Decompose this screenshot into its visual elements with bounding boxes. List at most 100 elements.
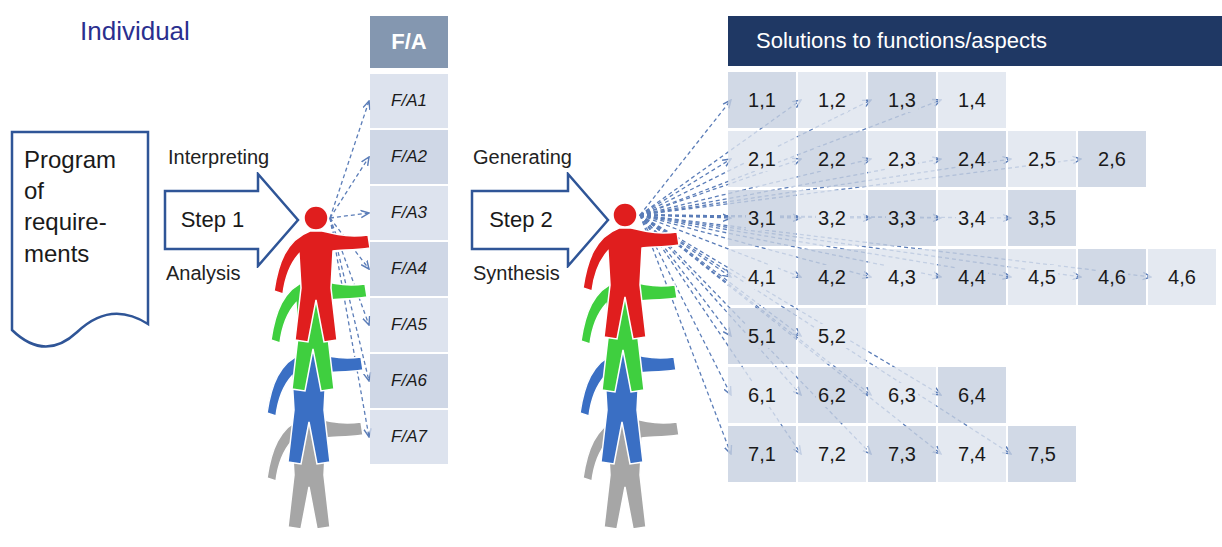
solution-cell: 4,6 xyxy=(1078,249,1146,305)
solution-cell: 6,1 xyxy=(728,367,796,423)
solution-cell: 4,6 xyxy=(1148,249,1216,305)
solution-label: 1,3 xyxy=(886,88,918,112)
step-label: Analysis xyxy=(166,262,240,285)
function-label: F/A4 xyxy=(389,259,429,279)
solution-label: 6,1 xyxy=(746,383,778,407)
dashed-leader-arrow xyxy=(640,100,731,215)
block-arrow-outline xyxy=(472,174,608,266)
solution-label: 2,2 xyxy=(816,147,848,171)
step-label: Generating xyxy=(473,146,572,169)
solution-label: 3,3 xyxy=(886,206,918,230)
solution-label: 2,1 xyxy=(746,147,778,171)
solution-cell: 3,3 xyxy=(868,190,936,246)
solution-cell: 7,4 xyxy=(938,426,1006,482)
function-label: F/A1 xyxy=(389,91,429,111)
solution-label: 3,5 xyxy=(1026,206,1058,230)
function-aspect-box: F/A5 xyxy=(370,298,448,352)
person-stack xyxy=(267,206,370,529)
dashed-leader-arrow xyxy=(640,215,871,454)
solution-label: 6,3 xyxy=(886,383,918,407)
document-shape: Program of require-ments xyxy=(10,130,150,352)
solution-cell: 6,4 xyxy=(938,367,1006,423)
block-arrow-outline xyxy=(165,174,298,266)
function-label: F/A3 xyxy=(389,203,429,223)
solution-label: 4,6 xyxy=(1096,265,1128,289)
solution-label: 7,2 xyxy=(816,442,848,466)
dashed-leader-arrow xyxy=(640,215,941,454)
solution-cell: 1,4 xyxy=(938,72,1006,128)
dashed-leader-arrow xyxy=(640,215,1011,454)
solution-cell: 2,6 xyxy=(1078,131,1146,187)
solution-cell: 7,2 xyxy=(798,426,866,482)
dashed-leader-arrow xyxy=(330,101,369,218)
solution-cell: 5,1 xyxy=(728,308,796,364)
solution-label: 1,1 xyxy=(746,88,778,112)
solution-label: 7,3 xyxy=(886,442,918,466)
solution-cell: 3,1 xyxy=(728,190,796,246)
node-text: Step 2 xyxy=(489,207,553,233)
solution-label: 3,2 xyxy=(816,206,848,230)
solution-cell: 2,5 xyxy=(1008,131,1076,187)
solution-cell: 3,4 xyxy=(938,190,1006,246)
solution-cell: 3,2 xyxy=(798,190,866,246)
solution-label: 7,5 xyxy=(1026,442,1058,466)
solution-label: 3,4 xyxy=(956,206,988,230)
solution-cell: 2,1 xyxy=(728,131,796,187)
step-arrow: Step 1 xyxy=(163,172,300,268)
solution-cell: 4,2 xyxy=(798,249,866,305)
solution-cell: 5,2 xyxy=(798,308,866,364)
solution-cell: 3,5 xyxy=(1008,190,1076,246)
node-text: Program of require-ments xyxy=(24,144,128,269)
function-label: F/A2 xyxy=(389,147,429,167)
function-aspect-box: F/A1 xyxy=(370,74,448,128)
solution-cell: 4,4 xyxy=(938,249,1006,305)
solution-cell: 4,1 xyxy=(728,249,796,305)
solution-cell: 2,3 xyxy=(868,131,936,187)
leader-lines xyxy=(330,100,1151,454)
node-text: Step 1 xyxy=(181,207,245,233)
node-text: Solutions to functions/aspects xyxy=(756,28,1047,54)
dashed-leader-arrow xyxy=(330,213,369,218)
function-aspect-box: F/A4 xyxy=(370,242,448,296)
step-label: Interpreting xyxy=(168,146,269,169)
function-aspect-box: F/A3 xyxy=(370,186,448,240)
solution-label: 4,6 xyxy=(1166,265,1198,289)
function-label: F/A6 xyxy=(389,371,429,391)
solution-label: 5,2 xyxy=(816,324,848,348)
document-outline xyxy=(12,132,148,347)
solution-label: 4,1 xyxy=(746,265,778,289)
function-label: F/A5 xyxy=(389,315,429,335)
solution-cell: 2,2 xyxy=(798,131,866,187)
dashed-leader-arrow xyxy=(330,157,369,218)
solution-label: 4,3 xyxy=(886,265,918,289)
title: Individual xyxy=(80,16,190,47)
step-label: Synthesis xyxy=(473,262,560,285)
solution-label: 4,5 xyxy=(1026,265,1058,289)
solution-cell: 1,2 xyxy=(798,72,866,128)
function-aspect-box: F/A7 xyxy=(370,410,448,464)
person-stack xyxy=(580,203,679,529)
solution-label: 2,5 xyxy=(1026,147,1058,171)
column-header: F/A xyxy=(370,16,448,68)
solution-cell: 7,5 xyxy=(1008,426,1076,482)
header-band: Solutions to functions/aspects xyxy=(728,16,1222,66)
dashed-leader-arrow xyxy=(640,159,731,215)
solution-label: 2,6 xyxy=(1096,147,1128,171)
function-aspect-box: F/A6 xyxy=(370,354,448,408)
solution-label: 7,4 xyxy=(956,442,988,466)
step-arrow: Step 2 xyxy=(470,172,610,268)
solution-cell: 7,3 xyxy=(868,426,936,482)
solution-label: 4,4 xyxy=(956,265,988,289)
solution-cell: 1,3 xyxy=(868,72,936,128)
solution-label: 6,4 xyxy=(956,383,988,407)
solution-cell: 4,3 xyxy=(868,249,936,305)
solution-label: 6,2 xyxy=(816,383,848,407)
dashed-leader-arrow xyxy=(640,215,801,454)
solution-label: 5,1 xyxy=(746,324,778,348)
solution-label: 2,3 xyxy=(886,147,918,171)
solution-cell: 7,1 xyxy=(728,426,796,482)
function-label: F/A7 xyxy=(389,427,429,447)
node-text: F/A xyxy=(391,29,426,55)
solution-cell: 4,5 xyxy=(1008,249,1076,305)
